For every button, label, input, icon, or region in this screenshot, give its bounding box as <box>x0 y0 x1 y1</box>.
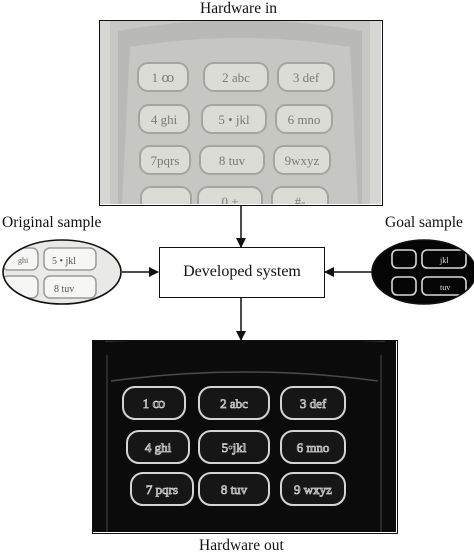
keypad-out-key-label: 8 tuv <box>221 482 248 497</box>
keypad-out-key <box>280 472 346 506</box>
original-sample-image: ghi 5 • jkl 8 tuv <box>3 240 121 304</box>
keypad-in-key-label: 2 abc <box>222 70 250 85</box>
keypad-out-key-label: 2 abc <box>220 396 248 411</box>
original-sample-label: Original sample <box>2 214 102 231</box>
keypad-out-key <box>126 430 190 464</box>
keypad-in-key <box>203 62 269 92</box>
goal-sample-image: jkl tuv <box>372 240 474 304</box>
keypad-out-key-label: 1 ꝏ <box>143 396 166 411</box>
keypad-in-key-label: 4 ghi <box>151 112 178 127</box>
keypad-out-key-label: 9 wxyz <box>294 482 332 497</box>
keypad-in-key-label: 8 tuv <box>219 153 246 168</box>
keypad-out-key <box>122 386 186 420</box>
keypad-out-key <box>130 472 194 506</box>
hardware-in-photo: 1 ꝏ 2 abc 3 def 4 ghi 5 • jkl 6 mno 7pqrs 8 tuv… <box>100 21 381 205</box>
keypad-in-key <box>277 62 335 92</box>
hardware-in-label: Hardware in <box>200 0 278 17</box>
keypad-in-key <box>201 104 267 134</box>
goal-sample-ellipse <box>371 239 474 305</box>
keypad-in-key <box>138 104 190 134</box>
keypad-in-key-label: 6 mno <box>288 112 321 127</box>
goal-sample-label: Goal sample <box>385 214 463 231</box>
keypad-out-key-label: 5•jkl <box>222 440 247 455</box>
keypad-in-key <box>139 145 191 175</box>
keypad-in-key <box>199 145 265 175</box>
keypad-in-key <box>271 186 329 205</box>
keypad-in-key <box>273 145 331 175</box>
keypad-out-key <box>280 430 346 464</box>
original-key-ghi: ghi <box>18 256 29 265</box>
hardware-out-frame: 1 ꝏ 2 abc 3 def 4 ghi 5•jkl 6 mno 7 pqrs 8 tuv 9… <box>92 340 398 534</box>
keypad-out-key <box>198 430 270 464</box>
original-key-8: 8 tuv <box>54 284 74 295</box>
developed-system-label: Developed system <box>183 263 301 280</box>
original-key-5: 5 • jkl <box>52 256 76 267</box>
goal-key-tuv: tuv <box>440 283 450 292</box>
keypad-in-key-label: 5 • jkl <box>218 112 250 127</box>
keypad-out-key <box>198 386 270 420</box>
keypad-in-key-label: #- <box>295 194 306 204</box>
keypad-in-key <box>275 104 333 134</box>
keypad-out-key-label: 3 def <box>300 396 327 411</box>
hardware-out-label: Hardware out <box>199 537 284 554</box>
keypad-in-key <box>137 62 189 92</box>
keypad-out-key-label: 4 ghi <box>145 440 172 455</box>
goal-key-jkl: jkl <box>439 256 449 265</box>
keypad-in-key-label: 0 + <box>221 194 238 204</box>
keypad-out-key-label: 6 mno <box>297 440 330 455</box>
keypad-in-key-label: 9wxyz <box>285 153 320 168</box>
keypad-out-key <box>198 472 270 506</box>
developed-system-box <box>159 247 325 298</box>
keypad-in-key <box>197 186 263 205</box>
keypad-in-key-label: 1 ꝏ <box>152 70 175 85</box>
keypad-in-key-label: 7pqrs <box>151 153 180 168</box>
original-sample-ellipse <box>2 239 122 305</box>
keypad-out-key-label: 7 pqrs <box>146 482 178 497</box>
keypad-out-key <box>280 386 346 420</box>
keypad-in-key <box>140 186 192 205</box>
keypad-in-key-label: 3 def <box>293 70 320 85</box>
hardware-in-frame: 1 ꝏ 2 abc 3 def 4 ghi 5 • jkl 6 mno 7pqrs 8 tuv… <box>99 20 383 206</box>
hardware-out-photo: 1 ꝏ 2 abc 3 def 4 ghi 5•jkl 6 mno 7 pqrs 8 tuv 9… <box>93 341 396 532</box>
